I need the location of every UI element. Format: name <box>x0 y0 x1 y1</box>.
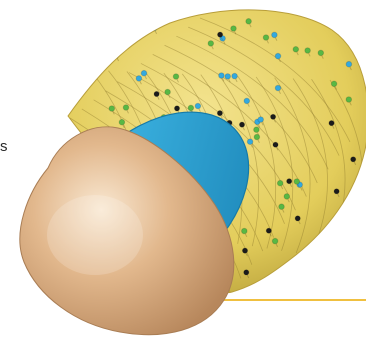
blue-particle <box>244 98 250 104</box>
black-particle <box>217 111 222 116</box>
black-particle <box>287 179 292 184</box>
green-particle <box>246 19 252 25</box>
green-particle <box>208 41 214 47</box>
green-particle <box>322 264 328 270</box>
particle-shadow <box>308 255 310 258</box>
green-particle <box>294 179 300 185</box>
blue-particle <box>136 76 142 82</box>
green-particle <box>149 22 155 28</box>
green-particle <box>254 134 260 140</box>
blue-particle <box>272 32 278 38</box>
blue-particle <box>141 70 147 76</box>
green-particle <box>148 12 154 18</box>
green-particle <box>242 228 248 234</box>
blue-particle <box>219 73 225 79</box>
black-particle <box>271 114 276 119</box>
green-particle <box>339 236 345 242</box>
particle-shadow <box>132 35 134 38</box>
blue-particle <box>342 264 348 270</box>
black-particle <box>174 106 179 111</box>
green-particle <box>331 81 337 87</box>
black-particle <box>304 250 309 255</box>
black-particle <box>128 30 133 35</box>
green-particle <box>128 18 134 24</box>
green-particle <box>318 50 324 56</box>
green-particle <box>277 180 283 186</box>
black-particle <box>242 248 247 253</box>
particle-shadow <box>153 28 155 31</box>
green-particle <box>173 74 179 80</box>
blue-particle <box>275 53 281 59</box>
blue-particle <box>232 73 238 79</box>
black-particle <box>266 228 271 233</box>
blue-particle <box>275 85 281 91</box>
particle-shadow <box>346 270 348 273</box>
green-particle <box>165 89 171 95</box>
green-particle <box>293 47 299 53</box>
particle-shadow <box>152 18 154 21</box>
edge-label: s <box>0 138 8 155</box>
blue-particle <box>346 61 352 67</box>
green-particle <box>188 105 194 111</box>
blue-particle <box>151 25 157 31</box>
green-particle <box>263 35 269 41</box>
particle-shadow <box>343 242 345 245</box>
green-particle <box>123 105 129 111</box>
green-particle <box>279 204 285 210</box>
blue-particle <box>225 74 231 80</box>
black-particle <box>351 157 356 162</box>
green-particle <box>119 119 125 125</box>
green-particle <box>346 97 352 103</box>
green-particle <box>272 238 278 244</box>
blue-particle <box>247 139 253 145</box>
black-particle <box>154 91 159 96</box>
green-particle <box>254 127 260 133</box>
particle-shadow <box>131 23 133 26</box>
black-particle <box>244 270 249 275</box>
black-particle <box>295 216 300 221</box>
blue-particle <box>195 103 201 109</box>
blue-particle <box>258 117 264 123</box>
particle-shadow <box>326 270 328 273</box>
green-particle <box>109 106 115 112</box>
green-particle <box>231 26 237 32</box>
green-particle <box>305 48 311 54</box>
black-particle <box>218 32 223 37</box>
black-particle <box>239 122 244 127</box>
green-particle <box>284 194 290 200</box>
black-particle <box>329 121 334 126</box>
black-particle <box>273 142 278 147</box>
black-particle <box>334 189 339 194</box>
